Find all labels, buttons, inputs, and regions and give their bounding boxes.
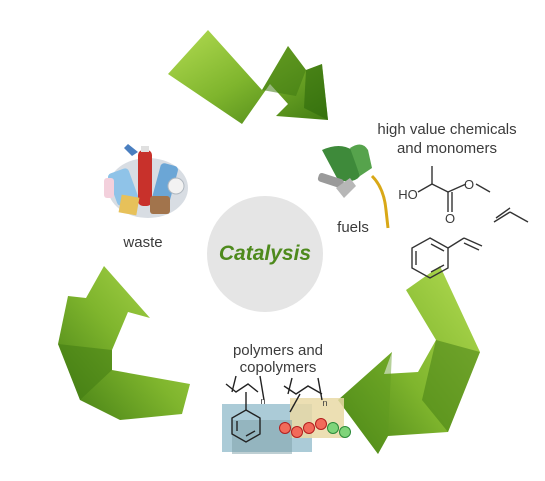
catalysis-hub	[207, 196, 323, 312]
atom-o-bottom: O	[444, 211, 456, 226]
fuels-label: fuels	[337, 219, 369, 236]
atom-ho: HO	[398, 187, 418, 202]
polymers-label-line2: copolymers	[239, 359, 317, 376]
subscript-n-left: n	[260, 396, 266, 406]
cycle-arrow-top	[168, 30, 328, 124]
plastic-waste-pile-icon	[104, 144, 188, 218]
chemicals-label-line1: high value chemicals	[377, 121, 517, 138]
waste-label: waste	[123, 234, 163, 251]
atom-o-top: O	[463, 177, 475, 192]
subscript-n-right: n	[322, 398, 328, 408]
cycle-arrow-right	[338, 266, 480, 454]
propylene-molecule-icon	[493, 207, 529, 223]
styrene-molecule-icon	[411, 237, 483, 279]
chemicals-label-line2: and monomers	[396, 140, 498, 157]
center-label: Catalysis	[218, 242, 312, 265]
polymer-structure-icon	[222, 375, 351, 454]
fuel-nozzle-icon	[317, 144, 390, 229]
lactate-molecule-icon	[417, 166, 491, 212]
polymers-label-line1: polymers and	[232, 342, 324, 359]
cycle-arrow-left	[58, 266, 190, 420]
